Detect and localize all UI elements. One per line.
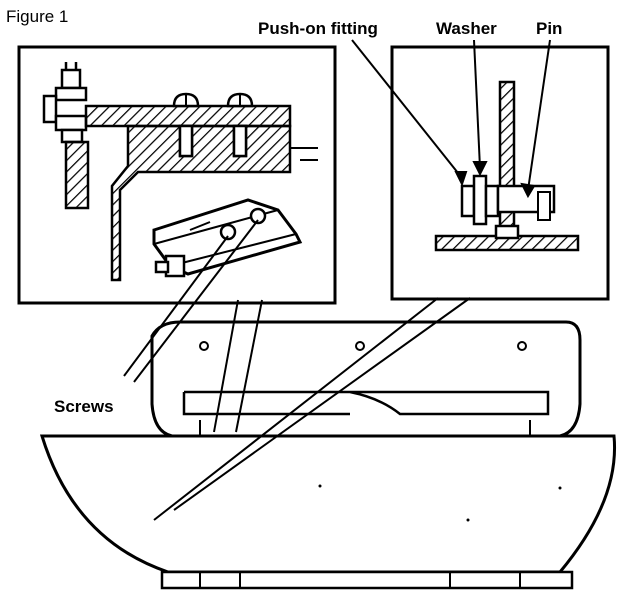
left-inset-detail [17,45,337,305]
label-screws: Screws [54,397,114,416]
label-push-on-fitting: Push-on fitting [258,19,378,38]
label-leaders [351,39,551,199]
label-pin: Pin [536,19,562,38]
figure-title: Figure 1 [6,7,68,26]
callout-lines [123,219,471,521]
label-washer: Washer [436,19,497,38]
cabinet-base [39,434,617,590]
cabinet-top [150,320,582,438]
right-inset-detail [390,45,610,301]
